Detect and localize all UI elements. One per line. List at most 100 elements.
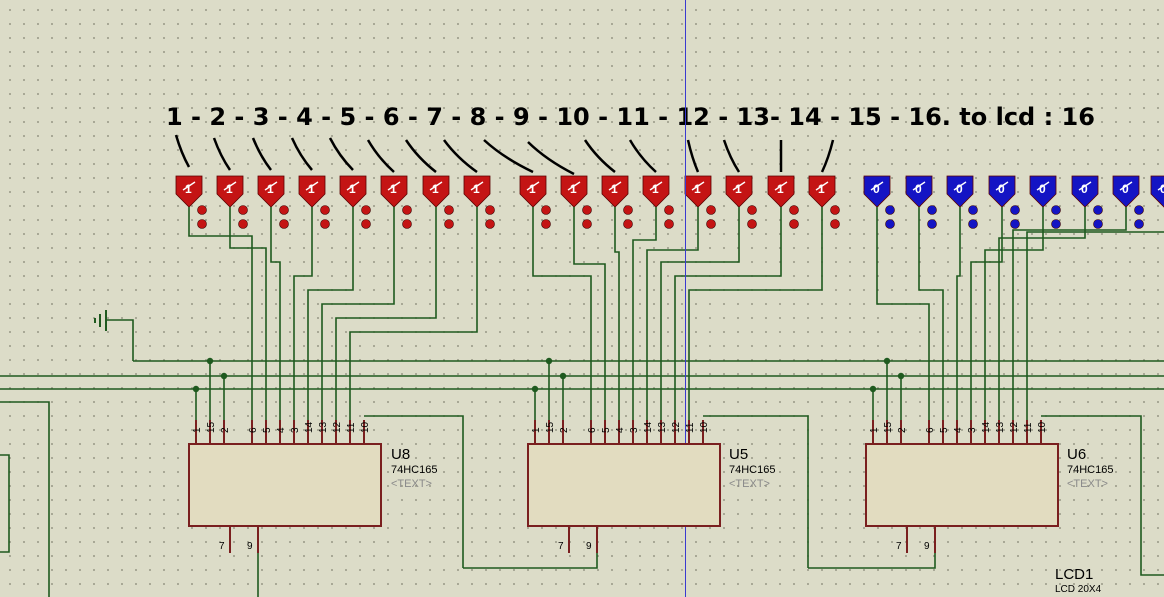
lcd-ref[interactable]: LCD1: [1055, 566, 1094, 583]
data-wire[interactable]: [1026, 231, 1164, 420]
logic-probe-mark: [912, 181, 926, 191]
logic-probe[interactable]: [1112, 175, 1140, 208]
chip-pin-number: 7: [558, 541, 564, 552]
chip-u8-body[interactable]: [188, 443, 382, 527]
probe-led: [485, 205, 495, 215]
chip-u5-body[interactable]: [527, 443, 721, 527]
logic-probe-state: 1: [735, 182, 742, 196]
logic-probe-state: 1: [611, 182, 618, 196]
logic-probe[interactable]: [298, 175, 326, 208]
logic-probe[interactable]: [257, 175, 285, 208]
data-wire[interactable]: [307, 207, 354, 420]
data-wire[interactable]: [1012, 207, 1127, 420]
probe-led: [747, 205, 757, 215]
probe-led: [402, 205, 412, 215]
chip-pin-number: 10: [360, 421, 371, 433]
serial-wire[interactable]: [364, 415, 464, 568]
logic-probe-mark: [953, 181, 967, 191]
logic-probe[interactable]: [725, 175, 753, 208]
data-wire[interactable]: [918, 207, 944, 420]
probe-led: [747, 219, 757, 229]
data-wire[interactable]: [293, 207, 313, 420]
serial-wire[interactable]: [463, 553, 598, 569]
serial-wire[interactable]: [1041, 415, 1164, 576]
logic-probe[interactable]: [946, 175, 974, 208]
probe-led: [582, 219, 592, 229]
logic-probe[interactable]: [601, 175, 629, 208]
logic-probe[interactable]: [560, 175, 588, 208]
data-wire[interactable]: [335, 207, 437, 420]
logic-probe-state: 0: [1039, 182, 1046, 196]
chip-pin-number: 3: [967, 427, 978, 433]
chip-u5-ref[interactable]: U5: [729, 446, 749, 463]
data-wire[interactable]: [688, 207, 823, 420]
data-wire[interactable]: [646, 207, 699, 420]
data-wire[interactable]: [632, 207, 657, 420]
annotation-arrow: [820, 139, 835, 173]
probe-led: [706, 205, 716, 215]
logic-probe-state: 0: [1122, 182, 1129, 196]
serial-wire[interactable]: [0, 401, 50, 597]
chip-pin-number: 12: [671, 421, 682, 433]
logic-probe[interactable]: [767, 175, 795, 208]
logic-probe[interactable]: [642, 175, 670, 208]
data-wire[interactable]: [270, 207, 281, 420]
serial-wire[interactable]: [703, 415, 809, 568]
data-wire[interactable]: [984, 207, 1044, 420]
probe-led: [927, 205, 937, 215]
data-wire[interactable]: [188, 207, 253, 420]
serial-wire[interactable]: [808, 553, 936, 569]
logic-probe-state: 1: [777, 182, 784, 196]
logic-probe[interactable]: [1071, 175, 1099, 208]
data-wire[interactable]: [998, 207, 1086, 420]
chip-u5-text: <TEXT>: [729, 478, 770, 490]
logic-probe[interactable]: [422, 175, 450, 208]
logic-probe-mark: [305, 181, 319, 191]
logic-probe-state: 0: [956, 182, 963, 196]
logic-probe[interactable]: [863, 175, 891, 208]
logic-probe[interactable]: [808, 175, 836, 208]
data-wire[interactable]: [970, 207, 1003, 420]
logic-probe[interactable]: [380, 175, 408, 208]
logic-probe[interactable]: [988, 175, 1016, 208]
data-wire[interactable]: [573, 207, 606, 420]
logic-probe[interactable]: [519, 175, 547, 208]
chip-u8-ref[interactable]: U8: [391, 446, 411, 463]
chip-pin-number: 14: [981, 421, 992, 433]
data-wire[interactable]: [321, 207, 395, 420]
chip-u6-ref[interactable]: U6: [1067, 446, 1087, 463]
logic-probe[interactable]: [339, 175, 367, 208]
data-wire[interactable]: [674, 207, 782, 420]
logic-probe[interactable]: [175, 175, 203, 208]
logic-probe[interactable]: [1029, 175, 1057, 208]
probe-led: [789, 219, 799, 229]
data-wire[interactable]: [876, 207, 930, 420]
probe-led: [197, 205, 207, 215]
logic-probe[interactable]: [216, 175, 244, 208]
data-wire[interactable]: [660, 207, 740, 420]
logic-probe-mark: [649, 181, 663, 191]
data-wire[interactable]: [229, 207, 267, 420]
serial-wire[interactable]: [0, 454, 10, 553]
junction-dot: [869, 385, 877, 393]
data-wire[interactable]: [614, 207, 620, 420]
logic-probe-state: 1: [349, 182, 356, 196]
logic-probe-state: 1: [818, 182, 825, 196]
data-wire[interactable]: [532, 207, 592, 420]
chip-u6-body[interactable]: [865, 443, 1059, 527]
chip-pin-number: 4: [276, 427, 287, 433]
junction-dot: [883, 357, 891, 365]
chip-pin-number: 9: [586, 541, 592, 552]
logic-probe-mark: [691, 181, 705, 191]
chip-pin-number: 15: [545, 421, 556, 433]
probe-led: [1010, 219, 1020, 229]
logic-probe-mark: [182, 181, 196, 191]
logic-probe[interactable]: [905, 175, 933, 208]
ground-wire[interactable]: [106, 319, 134, 361]
data-wire[interactable]: [956, 207, 961, 420]
logic-probe[interactable]: [463, 175, 491, 208]
probe-led: [1093, 219, 1103, 229]
logic-probe[interactable]: [1150, 175, 1164, 208]
data-wire[interactable]: [349, 207, 478, 420]
